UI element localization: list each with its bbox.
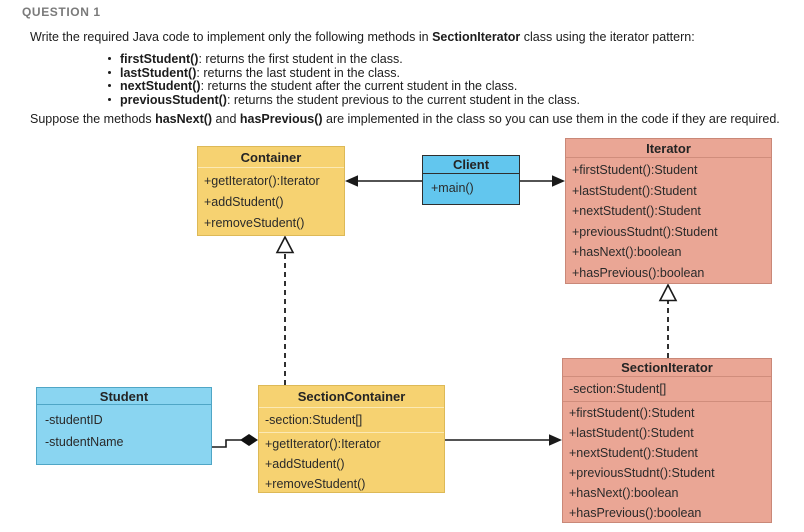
uml-class-container: Container +getIterator():Iterator +addSt… bbox=[197, 146, 345, 236]
class-method: +getIterator():Iterator bbox=[204, 174, 320, 188]
arrowhead-icon bbox=[345, 175, 358, 187]
class-title: SectionIterator bbox=[563, 359, 771, 377]
bullet-description: : returns the student previous to the cu… bbox=[226, 92, 580, 107]
list-item: previousStudent(): returns the student p… bbox=[108, 92, 580, 108]
method-bullet-list: firstStudent(): returns the first studen… bbox=[108, 52, 580, 108]
intro-post: class using the iterator pattern: bbox=[520, 30, 695, 44]
class-title: Container bbox=[198, 147, 344, 168]
class-method: +nextStudent():Student bbox=[572, 204, 701, 218]
composition-line-student-sectioncontainer bbox=[212, 439, 241, 448]
bullet-dot bbox=[108, 97, 111, 101]
bullet-dot bbox=[108, 57, 111, 60]
note-pre: Suppose the methods bbox=[30, 112, 156, 126]
class-method: +removeStudent() bbox=[204, 216, 305, 230]
class-method: +hasNext():boolean bbox=[572, 245, 682, 259]
class-method: +getIterator():Iterator bbox=[265, 437, 381, 451]
note-bold-hasprevious: hasPrevious() bbox=[239, 112, 323, 126]
intro-bold-classname: SectionIterator bbox=[432, 30, 521, 44]
uml-class-client: Client +main() bbox=[422, 155, 520, 205]
class-method: +hasNext():boolean bbox=[569, 486, 679, 500]
question-intro: Write the required Java code to implemen… bbox=[30, 30, 770, 44]
class-title: Iterator bbox=[566, 139, 771, 158]
arrowhead-icon bbox=[552, 175, 565, 187]
note-mid: and bbox=[212, 112, 240, 126]
bullet-dot bbox=[108, 70, 111, 74]
class-method: +hasPrevious():boolean bbox=[569, 506, 702, 520]
bullet-description: : returns the student after the current … bbox=[200, 79, 518, 94]
class-method: +firstStudent():Student bbox=[569, 406, 695, 420]
intro-pre: Write the required Java code to implemen… bbox=[30, 30, 433, 44]
class-title: SectionContainer bbox=[259, 386, 444, 408]
class-attribute: -studentID bbox=[45, 413, 103, 427]
bullet-dot bbox=[108, 84, 111, 88]
bullet-method-name: firstStudent() bbox=[120, 52, 199, 66]
class-method: +previousStudnt():Student bbox=[572, 224, 718, 239]
arrowhead-icon bbox=[549, 434, 562, 446]
uml-class-sectioncontainer: SectionContainer -section:Student[] +get… bbox=[258, 385, 445, 493]
question-heading: QUESTION 1 bbox=[22, 5, 101, 19]
bullet-method-name: previousStudent() bbox=[120, 92, 227, 107]
class-method: +firstStudent():Student bbox=[572, 163, 698, 177]
note-bold-hasnext: hasNext() bbox=[155, 112, 213, 126]
bullet-method-name: lastStudent() bbox=[120, 65, 197, 80]
class-attribute: -section:Student[] bbox=[563, 377, 771, 402]
note-post: are implemented in the class so you can … bbox=[322, 112, 780, 126]
composition-diamond-icon bbox=[240, 434, 258, 446]
hollow-triangle-icon bbox=[275, 235, 295, 254]
class-method: +removeStudent() bbox=[265, 477, 366, 491]
question-note: Suppose the methods hasNext() and hasPre… bbox=[30, 112, 790, 126]
list-item: firstStudent(): returns the first studen… bbox=[108, 52, 580, 67]
class-attribute: -studentName bbox=[45, 435, 124, 449]
class-title: Client bbox=[423, 156, 519, 174]
uml-class-sectioniterator: SectionIterator -section:Student[] +firs… bbox=[562, 358, 772, 523]
class-method: +addStudent() bbox=[204, 195, 284, 209]
uml-class-iterator: Iterator +firstStudent():Student +lastSt… bbox=[565, 138, 772, 284]
class-method: +hasPrevious():boolean bbox=[572, 265, 705, 280]
class-method: +nextStudent():Student bbox=[569, 446, 698, 460]
class-method: +main() bbox=[431, 181, 474, 195]
uml-class-student: Student -studentID -studentName bbox=[36, 387, 212, 465]
class-attribute: -section:Student[] bbox=[259, 408, 444, 433]
list-item: nextStudent(): returns the student after… bbox=[108, 79, 580, 94]
class-method: +lastStudent():Student bbox=[572, 183, 697, 198]
bullet-method-name: nextStudent() bbox=[120, 79, 201, 94]
bullet-description: : returns the first student in the class… bbox=[198, 52, 403, 66]
bullet-description: : returns the last student in the class. bbox=[196, 65, 400, 80]
class-method: +addStudent() bbox=[265, 457, 345, 471]
hollow-triangle-icon bbox=[658, 283, 678, 302]
list-item: lastStudent(): returns the last student … bbox=[108, 65, 580, 81]
class-method: +previousStudnt():Student bbox=[569, 466, 715, 480]
class-method: +lastStudent():Student bbox=[569, 426, 694, 440]
class-title: Student bbox=[37, 388, 211, 405]
